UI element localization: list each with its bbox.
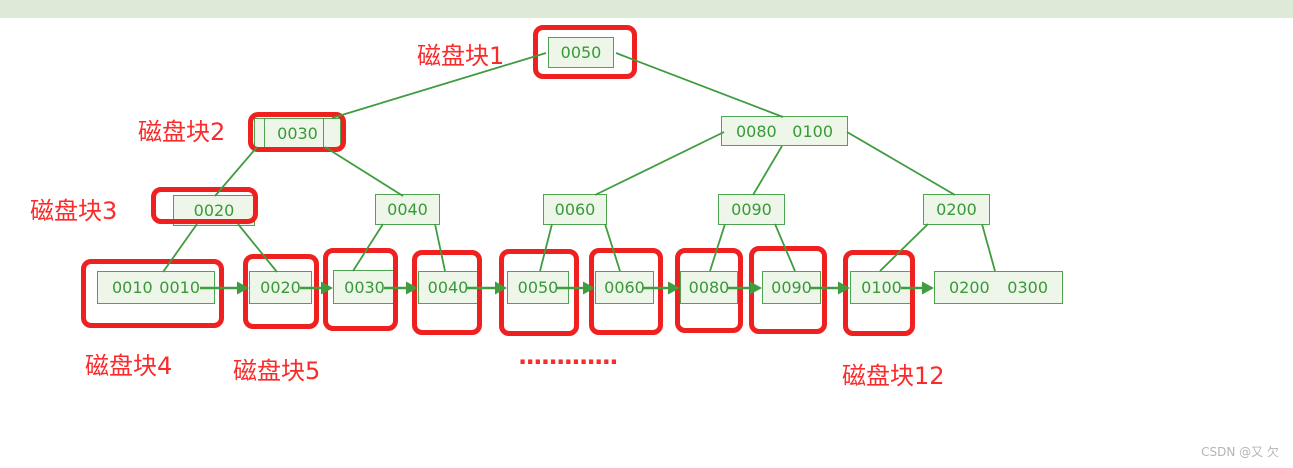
- node-value: 0090: [731, 200, 772, 219]
- node-value: 0050: [560, 43, 602, 62]
- node-cell-divider: [264, 119, 265, 147]
- highlight-red-box: [248, 112, 346, 152]
- node-value: 0030: [277, 123, 318, 143]
- label-disk-block-3: 磁盘块3: [30, 197, 118, 225]
- node-value: 0200: [936, 200, 977, 219]
- tree-node-internal-0090: 0090: [718, 194, 785, 225]
- node-value: 0100: [792, 121, 833, 141]
- node-value: 0060: [604, 278, 645, 297]
- highlight-red-box: [533, 25, 637, 79]
- node-value: 0010: [112, 278, 153, 297]
- label-disk-block-12: 磁盘块12: [842, 362, 945, 390]
- label-ellipsis: .............: [518, 342, 619, 370]
- highlight-red-box: [843, 250, 915, 336]
- highlight-red-box: [589, 248, 663, 335]
- node-value: 0030: [344, 277, 385, 297]
- node-cell-divider: [323, 119, 324, 147]
- label-disk-block-4: 磁盘块4: [85, 352, 173, 380]
- node-value: 0020: [193, 201, 235, 220]
- node-value: 0090: [771, 278, 812, 297]
- tree-node-internal-0080-0100: 0080 0100: [721, 116, 848, 146]
- highlight-red-box: [243, 254, 319, 329]
- tree-node-leaf-0060: 0060: [595, 271, 654, 304]
- node-value: 0080: [736, 121, 777, 141]
- node-value: 0200: [949, 278, 990, 297]
- node-value: 0040: [387, 200, 428, 219]
- highlight-red-box: [412, 250, 482, 335]
- label-disk-block-5: 磁盘块5: [233, 357, 321, 385]
- highlight-red-box: [81, 259, 224, 328]
- highlight-red-box: [323, 248, 398, 331]
- label-disk-block-2: 磁盘块2: [138, 118, 226, 146]
- highlight-red-box: [675, 248, 743, 333]
- node-value: 0050: [517, 278, 559, 297]
- node-value: 0300: [1007, 278, 1048, 297]
- tree-node-root-0050: 0050: [548, 37, 614, 68]
- tree-node-internal-0060: 0060: [543, 194, 607, 225]
- tree-node-leaf-0050: 0050: [507, 271, 569, 304]
- node-value: 0010: [159, 278, 200, 297]
- label-disk-block-1: 磁盘块1: [417, 42, 505, 70]
- tree-node-leaf-0020: 0020: [249, 271, 312, 304]
- node-value: 0060: [554, 200, 596, 219]
- highlight-red-box: [749, 246, 827, 334]
- highlight-red-box: [499, 249, 579, 336]
- node-value: 0080: [688, 278, 730, 297]
- node-value: 0100: [861, 278, 902, 297]
- highlight-red-box: [151, 187, 258, 224]
- tree-node-internal-0200: 0200: [923, 194, 990, 225]
- tree-node-leaf-0030: 0030: [333, 270, 396, 304]
- tree-node-internal-0040: 0040: [375, 194, 440, 225]
- node-value: 0020: [260, 278, 301, 297]
- watermark-text: CSDN @又 欠: [1201, 445, 1279, 459]
- tree-node-leaf-0200-0300: 0200 0300: [934, 271, 1063, 304]
- tree-node-leaf-0010-0010: 0010 0010: [97, 271, 215, 304]
- top-bar: [0, 0, 1293, 18]
- node-value: 0040: [427, 278, 469, 297]
- tree-node-leaf-0090: 0090: [762, 271, 821, 304]
